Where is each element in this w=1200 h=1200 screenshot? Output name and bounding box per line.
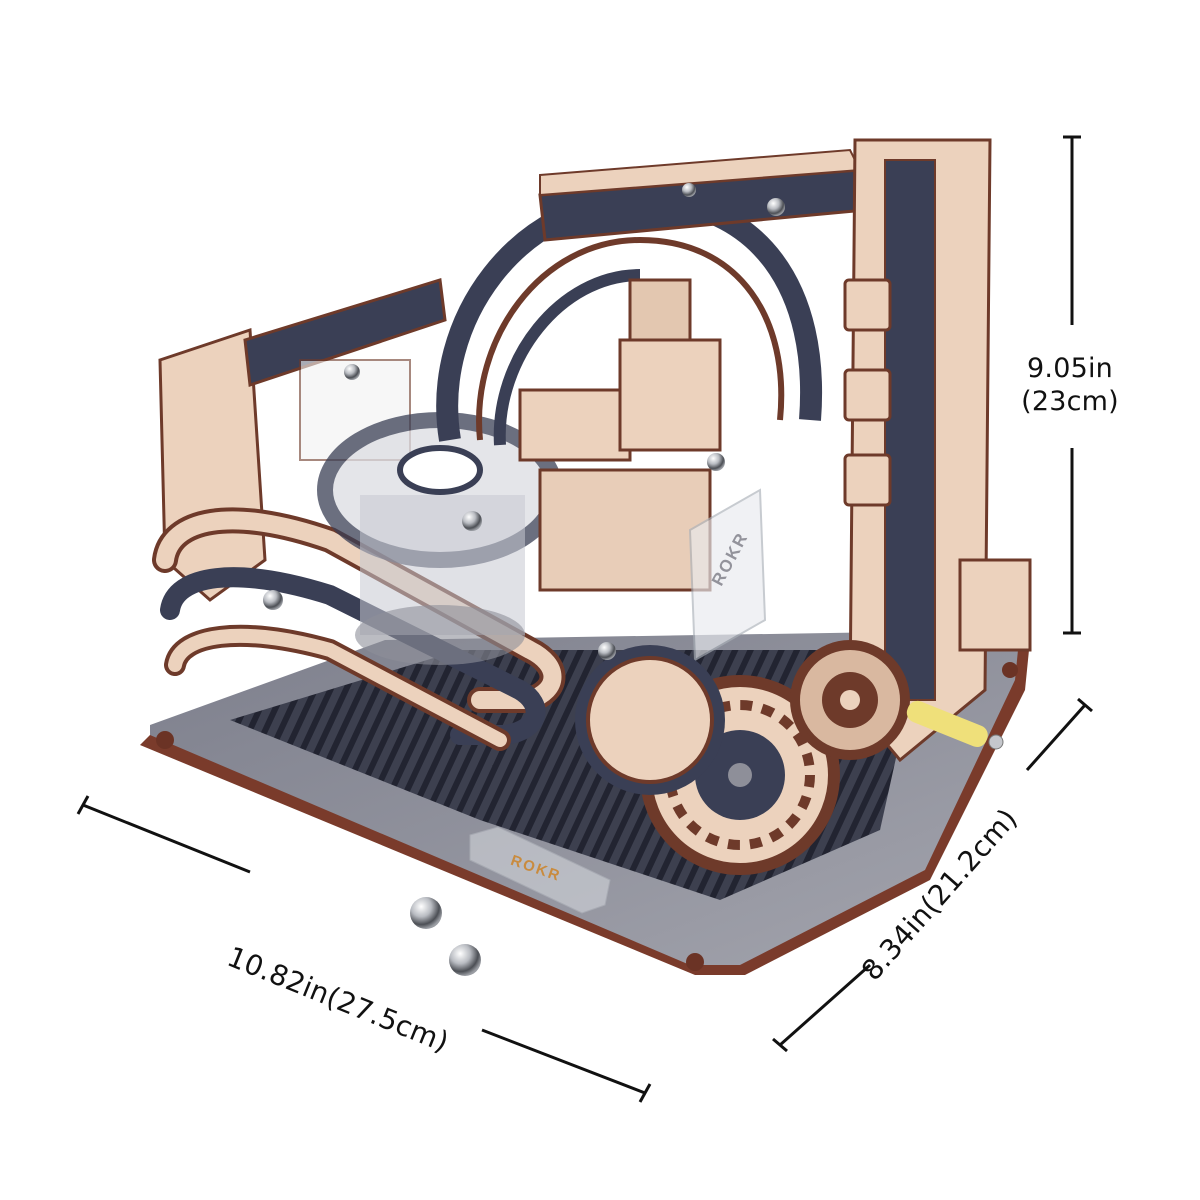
acrylic-side-plate — [688, 488, 767, 662]
center-mechanism — [518, 278, 722, 592]
top-rail — [538, 148, 867, 242]
gear-assembly — [575, 640, 910, 875]
steel-balls-on-track — [263, 183, 785, 660]
loose-steel-balls — [410, 897, 481, 976]
height-imperial: 9.05in — [1027, 353, 1113, 384]
acrylic-plaque — [469, 826, 611, 914]
height-dimension-line — [1063, 135, 1081, 635]
curved-track — [152, 507, 566, 751]
height-metric: (23cm) — [1021, 386, 1119, 417]
height-label: 9.05in (23cm) — [1010, 352, 1130, 418]
spiral-funnel — [317, 412, 563, 665]
crank-handle — [906, 700, 1004, 750]
right-tower — [843, 138, 1032, 763]
depth-dimension-line — [772, 697, 1093, 1053]
dimension-lines — [76, 135, 1093, 1103]
width-dimension-line — [76, 795, 652, 1103]
